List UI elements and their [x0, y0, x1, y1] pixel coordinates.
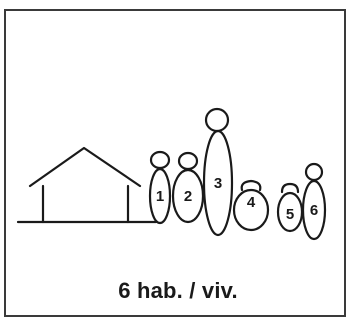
person-6-figure: [301, 162, 327, 241]
figure-caption: 6 hab. / viv.: [118, 278, 238, 303]
person-1-label: 1: [156, 188, 164, 205]
person-2-label: 2: [184, 188, 192, 205]
person-3-label: 3: [214, 175, 222, 192]
person-1-figure: [148, 150, 172, 225]
house-icon: [28, 146, 142, 224]
person-5-label: 5: [286, 206, 294, 223]
person-3-figure: [202, 107, 234, 237]
person-6-label: 6: [310, 202, 318, 219]
person-4-label: 4: [247, 194, 256, 211]
person-4-figure: [232, 179, 270, 232]
person-2-figure: [171, 151, 205, 224]
